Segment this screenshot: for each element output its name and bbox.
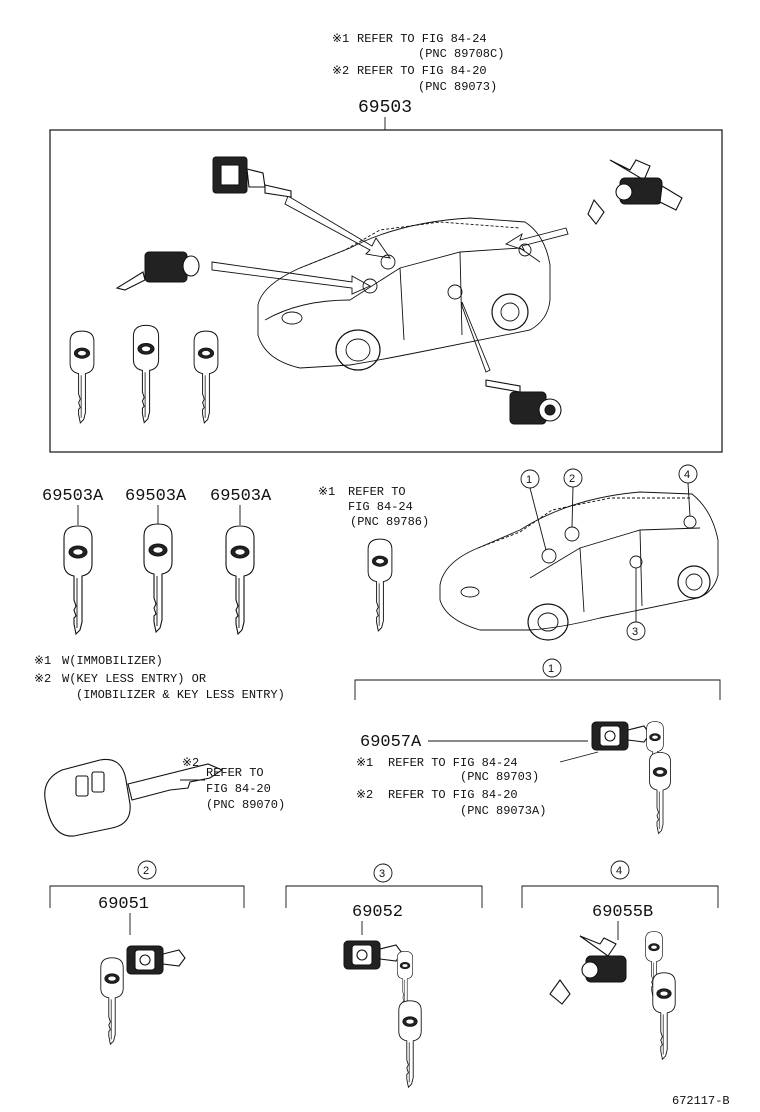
header-ref2-text: REFER TO FIG 84-20 [357, 64, 487, 78]
figure-id: 672117-B [672, 1094, 730, 1108]
keys-ref-mark: ※1 [318, 485, 335, 499]
car-illustration-top [257, 217, 551, 371]
backdoor-cylinder [587, 159, 683, 225]
group1-ref2-text: REFER TO FIG 84-20 [388, 788, 518, 802]
key-icon-box-1 [69, 330, 95, 424]
header-ref1-pnc: (PNC 89708C) [418, 47, 504, 61]
group1-callout: 1 [548, 663, 554, 675]
key-icon-box-3 [193, 330, 219, 424]
header-ref1-mark: ※1 [332, 32, 349, 46]
group3-part: 69052 [352, 903, 403, 922]
arrow-backdoor [504, 227, 569, 251]
group3-bracket [285, 885, 483, 908]
arrow-ignition [284, 195, 391, 259]
group2-bracket [49, 885, 245, 908]
remote-pnc: (PNC 89070) [206, 798, 285, 812]
group2-cylinder-icon [126, 945, 186, 975]
key-icon-2 [143, 523, 173, 633]
group2-part: 69051 [98, 895, 149, 914]
key-icon-3 [225, 525, 255, 635]
group1-ref1-pnc: (PNC 89703) [460, 770, 539, 784]
group4-cylinder-icon [549, 935, 627, 1005]
assembly-frame [49, 129, 723, 453]
key-label-3: 69503A [210, 487, 272, 506]
key-icon-box-2 [132, 324, 160, 424]
keys-ref-line1: REFER TO [348, 485, 406, 499]
main-part-number: 69503 [358, 98, 412, 118]
door-cylinder [485, 379, 562, 425]
group1-cylinder-icon [591, 721, 651, 751]
header-ref1-text: REFER TO FIG 84-24 [357, 32, 487, 46]
key-label-1: 69503A [42, 487, 104, 506]
car-illustration-middle [439, 491, 719, 641]
group3-key-icon-2 [398, 1000, 422, 1088]
note2-text2: (IMOBILIZER & KEY LESS ENTRY) [76, 688, 285, 702]
group1-key-icon-2 [649, 752, 671, 834]
note1-mark: ※1 [34, 654, 51, 668]
key-label-2: 69503A [125, 487, 187, 506]
group4-bracket [521, 885, 719, 908]
remote-line1: REFER TO [206, 766, 264, 780]
note1-text: W(IMMOBILIZER) [62, 654, 163, 668]
header-ref2-mark: ※2 [332, 64, 349, 78]
callout-3: 3 [632, 626, 638, 638]
group4-part: 69055B [592, 903, 653, 922]
callout-2: 2 [569, 473, 575, 485]
group1-ref1-mark: ※1 [356, 756, 373, 770]
note2-text: W(KEY LESS ENTRY) OR [62, 672, 206, 686]
keys-ref-line2: FIG 84-24 [348, 500, 413, 514]
group3-callout: 3 [379, 868, 385, 880]
group1-bracket [354, 679, 721, 700]
arrow-glovebox [211, 261, 372, 295]
key-icon-1 [63, 525, 93, 635]
header-ref2-pnc: (PNC 89073) [418, 80, 497, 94]
ignition-cylinder [212, 156, 292, 198]
group1-part: 69057A [360, 733, 422, 752]
group4-key-icon-2 [652, 972, 676, 1060]
arrow-door [461, 301, 491, 373]
group2-key-icon [100, 957, 124, 1045]
callout-4: 4 [684, 469, 690, 481]
remote-line2: FIG 84-20 [206, 782, 271, 796]
group1-ref2-pnc: (PNC 89073A) [460, 804, 546, 818]
group1-ref1-text: REFER TO FIG 84-24 [388, 756, 518, 770]
group2-callout: 2 [143, 865, 149, 877]
group3-cylinder-icon [343, 940, 403, 970]
group1-ref2-mark: ※2 [356, 788, 373, 802]
glovebox-cylinder [115, 251, 200, 291]
key-icon-immobilizer [367, 538, 393, 632]
callout-1: 1 [526, 474, 532, 486]
remote-mark: ※2 [182, 756, 199, 770]
keys-ref-pnc: (PNC 89786) [350, 515, 429, 529]
group4-callout: 4 [616, 865, 622, 877]
remote-key-icon [44, 758, 224, 837]
note2-mark: ※2 [34, 672, 51, 686]
